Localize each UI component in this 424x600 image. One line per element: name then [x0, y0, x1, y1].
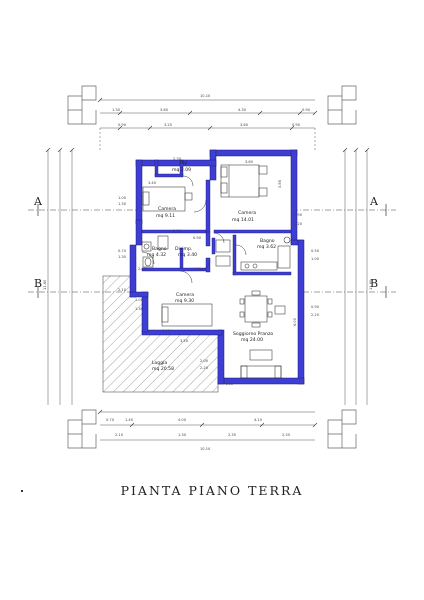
camera-main-area: mq 14.01 [232, 217, 254, 223]
dim-int-11: 0.70 [118, 249, 127, 253]
bagno-right-name: Bagno [260, 238, 275, 244]
section-b-right: B [370, 277, 378, 290]
dim-int-5: 1.30 [118, 202, 127, 206]
disimp-name: Disimp. [175, 246, 192, 252]
furniture [141, 164, 291, 379]
dim-int-25: 2.00 [200, 359, 209, 363]
dim-int-16: 1.00 [311, 257, 320, 261]
camera-mid-area: mq 9.30 [175, 298, 194, 304]
dim-int-26: 2.20 [200, 366, 209, 370]
bagno-right-area: mq 3.62 [257, 244, 276, 250]
door-swings [141, 175, 247, 284]
dim-bot-2c: 2.35 [228, 433, 236, 437]
dim-int-4: 1.00 [118, 196, 127, 200]
dim-top-2b: 3.25 [164, 123, 172, 127]
camera-main-name: Camera [238, 210, 256, 216]
section-a-right: A [369, 195, 379, 208]
dim-top-2c: 3.60 [240, 123, 249, 127]
dim-int-21: 3.50 [180, 339, 189, 343]
dim-bot-1d: 4.10 [254, 418, 263, 422]
plan-title: PIANTA PIANO TERRA [120, 483, 304, 498]
dim-right-total: 11.60 [369, 279, 373, 290]
rip-area: mq 2.09 [172, 167, 191, 173]
soggiorno-name: Soggiorno Pranzo [233, 331, 273, 337]
section-b-left: B [34, 277, 42, 290]
dim-bot-2b: 1.30 [178, 433, 187, 437]
soggiorno-area: mq 24.00 [241, 337, 263, 343]
dim-int-15: 0.50 [311, 249, 320, 253]
section-arrows [37, 204, 387, 298]
rip-name: Rip. [180, 160, 189, 166]
camera-mid-name: Camera [176, 292, 194, 298]
stray-dot [21, 490, 23, 492]
dim-top-1d: 0.90 [302, 108, 311, 112]
camera-left-name: Camera [158, 206, 176, 212]
dim-int-2: 3.40 [148, 181, 157, 185]
dim-top-1b: 3.60 [160, 108, 169, 112]
camera-left-area: mq 9.11 [156, 213, 175, 219]
dim-top-2d: 0.90 [292, 123, 301, 127]
dim-top-total: 10.10 [200, 94, 211, 98]
dim-bot-1a: 0.70 [106, 418, 115, 422]
dim-int-27: 4.00 [225, 382, 234, 386]
corner-marks [67, 85, 357, 449]
dim-bot-1b: 1.40 [125, 418, 134, 422]
dim-int-12: 1.30 [118, 255, 127, 259]
dim-int-23: 0.90 [311, 305, 320, 309]
loggia-name: Loggia [152, 360, 167, 366]
loggia-area: mq 20.58 [152, 366, 174, 372]
dim-int-22: 6.00 [293, 317, 297, 326]
disimp-area: mq 3.40 [178, 252, 197, 258]
dimension-ticks [45, 97, 370, 428]
bagno-left-area: mq 4.32 [147, 252, 166, 258]
dim-left-total: 11.60 [43, 279, 47, 290]
dim-int-7: 0.90 [294, 213, 303, 217]
bagno-left-name: Bagno [152, 246, 167, 252]
dim-int-1: 2.30 [173, 157, 182, 161]
dim-bottom-total: 10.10 [200, 447, 211, 451]
dim-int-24: 2.20 [311, 313, 320, 317]
dim-int-17: 2.10 [118, 288, 127, 292]
section-a-left: A [33, 195, 43, 208]
exterior-walls [129, 149, 305, 385]
dim-int-19: 1.30 [135, 307, 144, 311]
dim-int-13: 2.40 [138, 267, 147, 271]
dim-bot-2a: 2.10 [115, 433, 124, 437]
dim-bot-2d: 2.35 [282, 433, 290, 437]
interior-walls [141, 159, 292, 276]
dim-top-1c: 4.30 [238, 108, 247, 112]
dim-int-3: 3.60 [245, 160, 254, 164]
dim-int-18: 1.00 [135, 298, 144, 302]
dim-int-8: 2.20 [294, 222, 303, 226]
dim-top-1a: 1.30 [112, 108, 121, 112]
dim-int-14: 1.50 [193, 267, 202, 271]
dim-bot-1c: 4.00 [178, 418, 187, 422]
dim-int-6: 3.85 [278, 180, 282, 188]
house-floor [136, 150, 303, 380]
dim-top-2a: 0.90 [118, 123, 127, 127]
dimension-lines [47, 99, 368, 441]
dim-int-9: 2.50 [173, 229, 182, 233]
dim-int-20: 3.10 [162, 329, 171, 333]
dim-int-10: 0.90 [193, 236, 202, 240]
